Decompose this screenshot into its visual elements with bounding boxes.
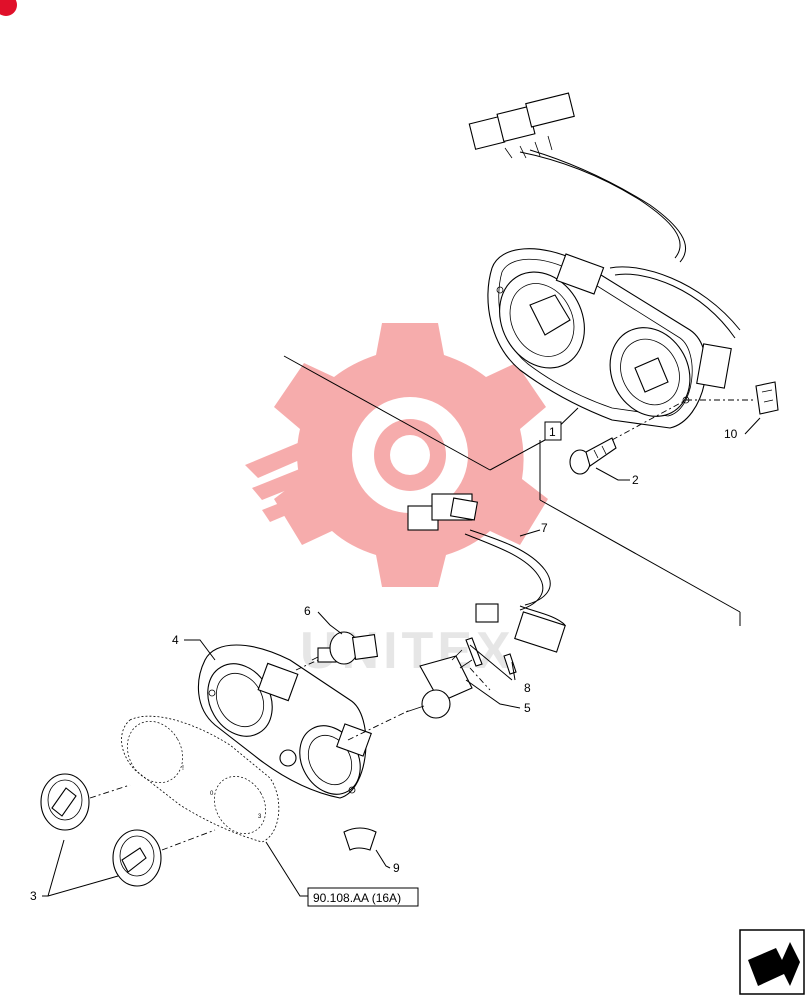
control-knob-upper <box>40 773 90 831</box>
spring-clip <box>755 381 779 415</box>
callout-4: 4 <box>172 633 179 647</box>
reference-label[interactable]: 90.108.AA (16A) <box>313 891 401 905</box>
callout-5: 5 <box>524 701 531 715</box>
screw <box>569 437 617 475</box>
svg-text:!: ! <box>182 765 184 772</box>
wiring-harness <box>407 493 566 653</box>
callout-box-1 <box>544 421 562 441</box>
leader-lines <box>42 355 761 897</box>
svg-text:3: 3 <box>258 814 262 820</box>
callout-10: 10 <box>724 427 738 441</box>
control-knob-lower <box>112 829 162 887</box>
callout-6: 6 <box>304 604 311 618</box>
red-badge-icon <box>0 0 17 16</box>
callout-2: 2 <box>632 473 639 487</box>
callout-7: 7 <box>541 521 548 535</box>
control-panel-assembly <box>468 92 741 429</box>
callout-1: 1 <box>549 425 556 439</box>
reference-label-box[interactable] <box>307 887 419 907</box>
decal-overlay: ! 0 3 <box>121 715 280 843</box>
callout-3: 3 <box>30 889 37 903</box>
next-arrow-icon[interactable] <box>739 929 805 995</box>
rotary-switch <box>311 631 379 665</box>
foam-pad <box>343 827 377 851</box>
callout-9: 9 <box>393 861 400 875</box>
watermark-gear-icon <box>245 323 548 587</box>
callout-8: 8 <box>524 681 531 695</box>
switch-unit <box>405 649 473 719</box>
panel-bezel <box>197 644 372 799</box>
svg-text:0: 0 <box>210 791 214 797</box>
